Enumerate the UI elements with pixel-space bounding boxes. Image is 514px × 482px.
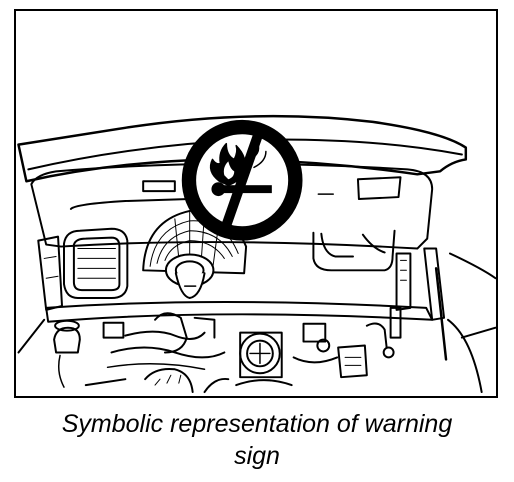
air-intake-grille: [63, 227, 129, 300]
engine-bay-components: [53, 306, 402, 394]
front-cross-member: [17, 300, 483, 394]
no-open-flame-warning-icon: [181, 119, 303, 241]
figure-caption: Symbolic representation of warning sign: [0, 408, 514, 472]
caption-line-2: sign: [234, 442, 280, 470]
hood-insulation-dome: [142, 209, 248, 300]
engine-bay-illustration: [14, 9, 498, 398]
caption-line-1: Symbolic representation of warning: [61, 410, 453, 438]
hood-right-latch-area: [312, 229, 412, 311]
